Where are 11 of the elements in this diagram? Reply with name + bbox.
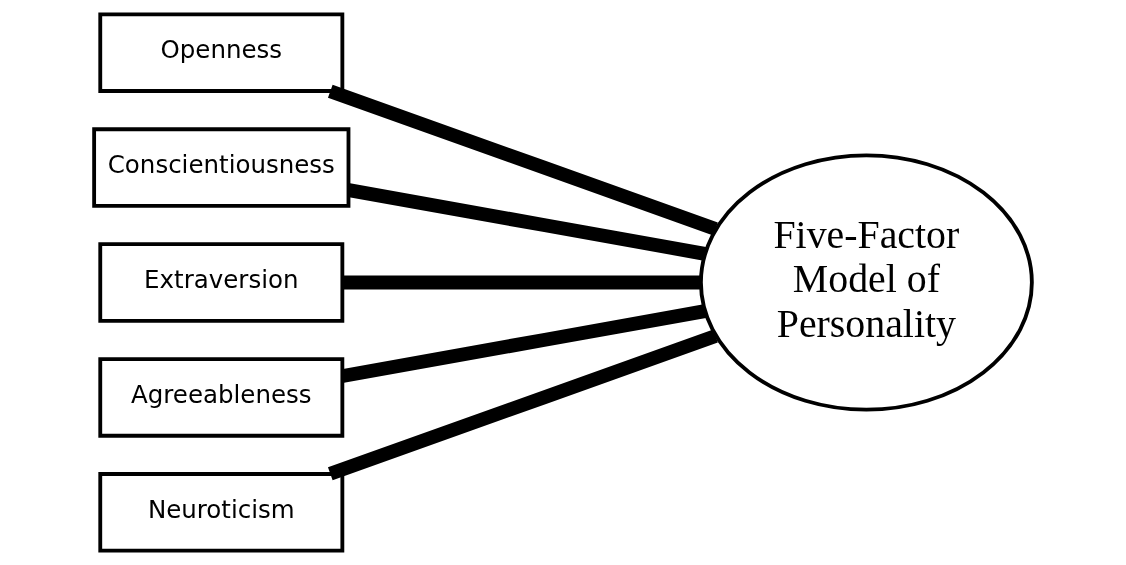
node-box: Neuroticism bbox=[98, 472, 345, 553]
connector bbox=[347, 183, 707, 261]
connector bbox=[342, 275, 701, 290]
connector bbox=[327, 84, 718, 236]
connector bbox=[341, 304, 707, 383]
node-box: Agreeableness bbox=[98, 357, 345, 438]
node-box: Conscientiousness bbox=[92, 127, 351, 208]
node-box: Extraversion bbox=[98, 242, 345, 323]
node-ellipse: Five-Factor Model of Personality bbox=[699, 153, 1034, 412]
connector bbox=[327, 329, 718, 481]
node-box: Openness bbox=[98, 12, 345, 93]
